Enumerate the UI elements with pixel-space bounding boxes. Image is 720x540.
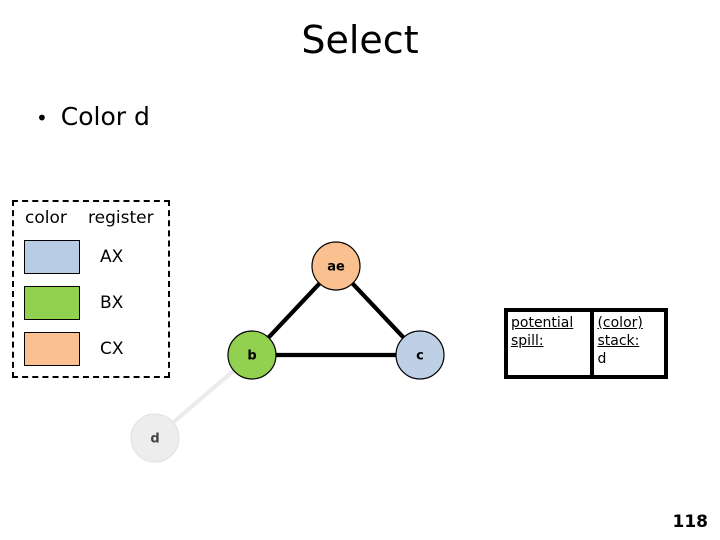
slide-title: Select: [301, 18, 419, 62]
legend-row-cx: CX: [14, 332, 168, 378]
bullet-text: Color d: [60, 102, 150, 131]
potential-spill-cell: potential spill:: [508, 312, 591, 375]
graph-node-layer: ae b c d: [130, 241, 445, 463]
graph-node-label-b: b: [247, 349, 256, 364]
color-swatch-bx: [24, 286, 80, 320]
graph-node-c[interactable]: c: [395, 330, 445, 380]
color-stack-label-line1: (color): [597, 315, 643, 331]
legend-register-bx: BX: [100, 293, 124, 313]
legend-register-ax: AX: [100, 247, 124, 267]
graph-node-circle-d: [130, 413, 180, 463]
legend-register-cx: CX: [100, 339, 124, 359]
legend-header-register: register: [88, 208, 154, 228]
spill-stack-table: potential spill: (color) stack: d: [504, 308, 668, 379]
graph-node-circle-c: [395, 330, 445, 380]
graph-node-d[interactable]: d: [130, 413, 180, 463]
legend-header-row: color register: [14, 207, 168, 231]
graph-edge-ae-c: [334, 264, 422, 357]
page-number: 118: [672, 512, 709, 532]
bullet-marker-icon: •: [36, 106, 48, 130]
color-swatch-ax: [24, 240, 80, 274]
graph-edge-layer: [153, 264, 422, 440]
potential-spill-label-line2: spill:: [511, 333, 544, 349]
graph-node-b[interactable]: b: [227, 330, 277, 380]
graph-node-circle-ae: [311, 241, 361, 291]
potential-spill-label-line1: potential: [511, 315, 574, 331]
color-register-legend: color register AX BX CX: [12, 200, 170, 378]
graph-edge-ae-b: [250, 264, 338, 357]
color-stack-value: d: [597, 351, 607, 367]
legend-row-bx: BX: [14, 286, 168, 332]
color-stack-cell: (color) stack: d: [594, 312, 664, 375]
graph-node-label-c: c: [416, 349, 424, 364]
color-stack-label-line2: stack:: [597, 333, 640, 349]
legend-row-ax: AX: [14, 240, 168, 286]
graph-node-ae[interactable]: ae: [311, 241, 361, 291]
graph-node-circle-b: [227, 330, 277, 380]
legend-header-color: color: [25, 208, 67, 228]
graph-node-label-d: d: [150, 432, 159, 447]
color-swatch-cx: [24, 332, 80, 366]
bullet-item: • Color d: [36, 101, 150, 134]
graph-node-label-ae: ae: [327, 260, 345, 275]
